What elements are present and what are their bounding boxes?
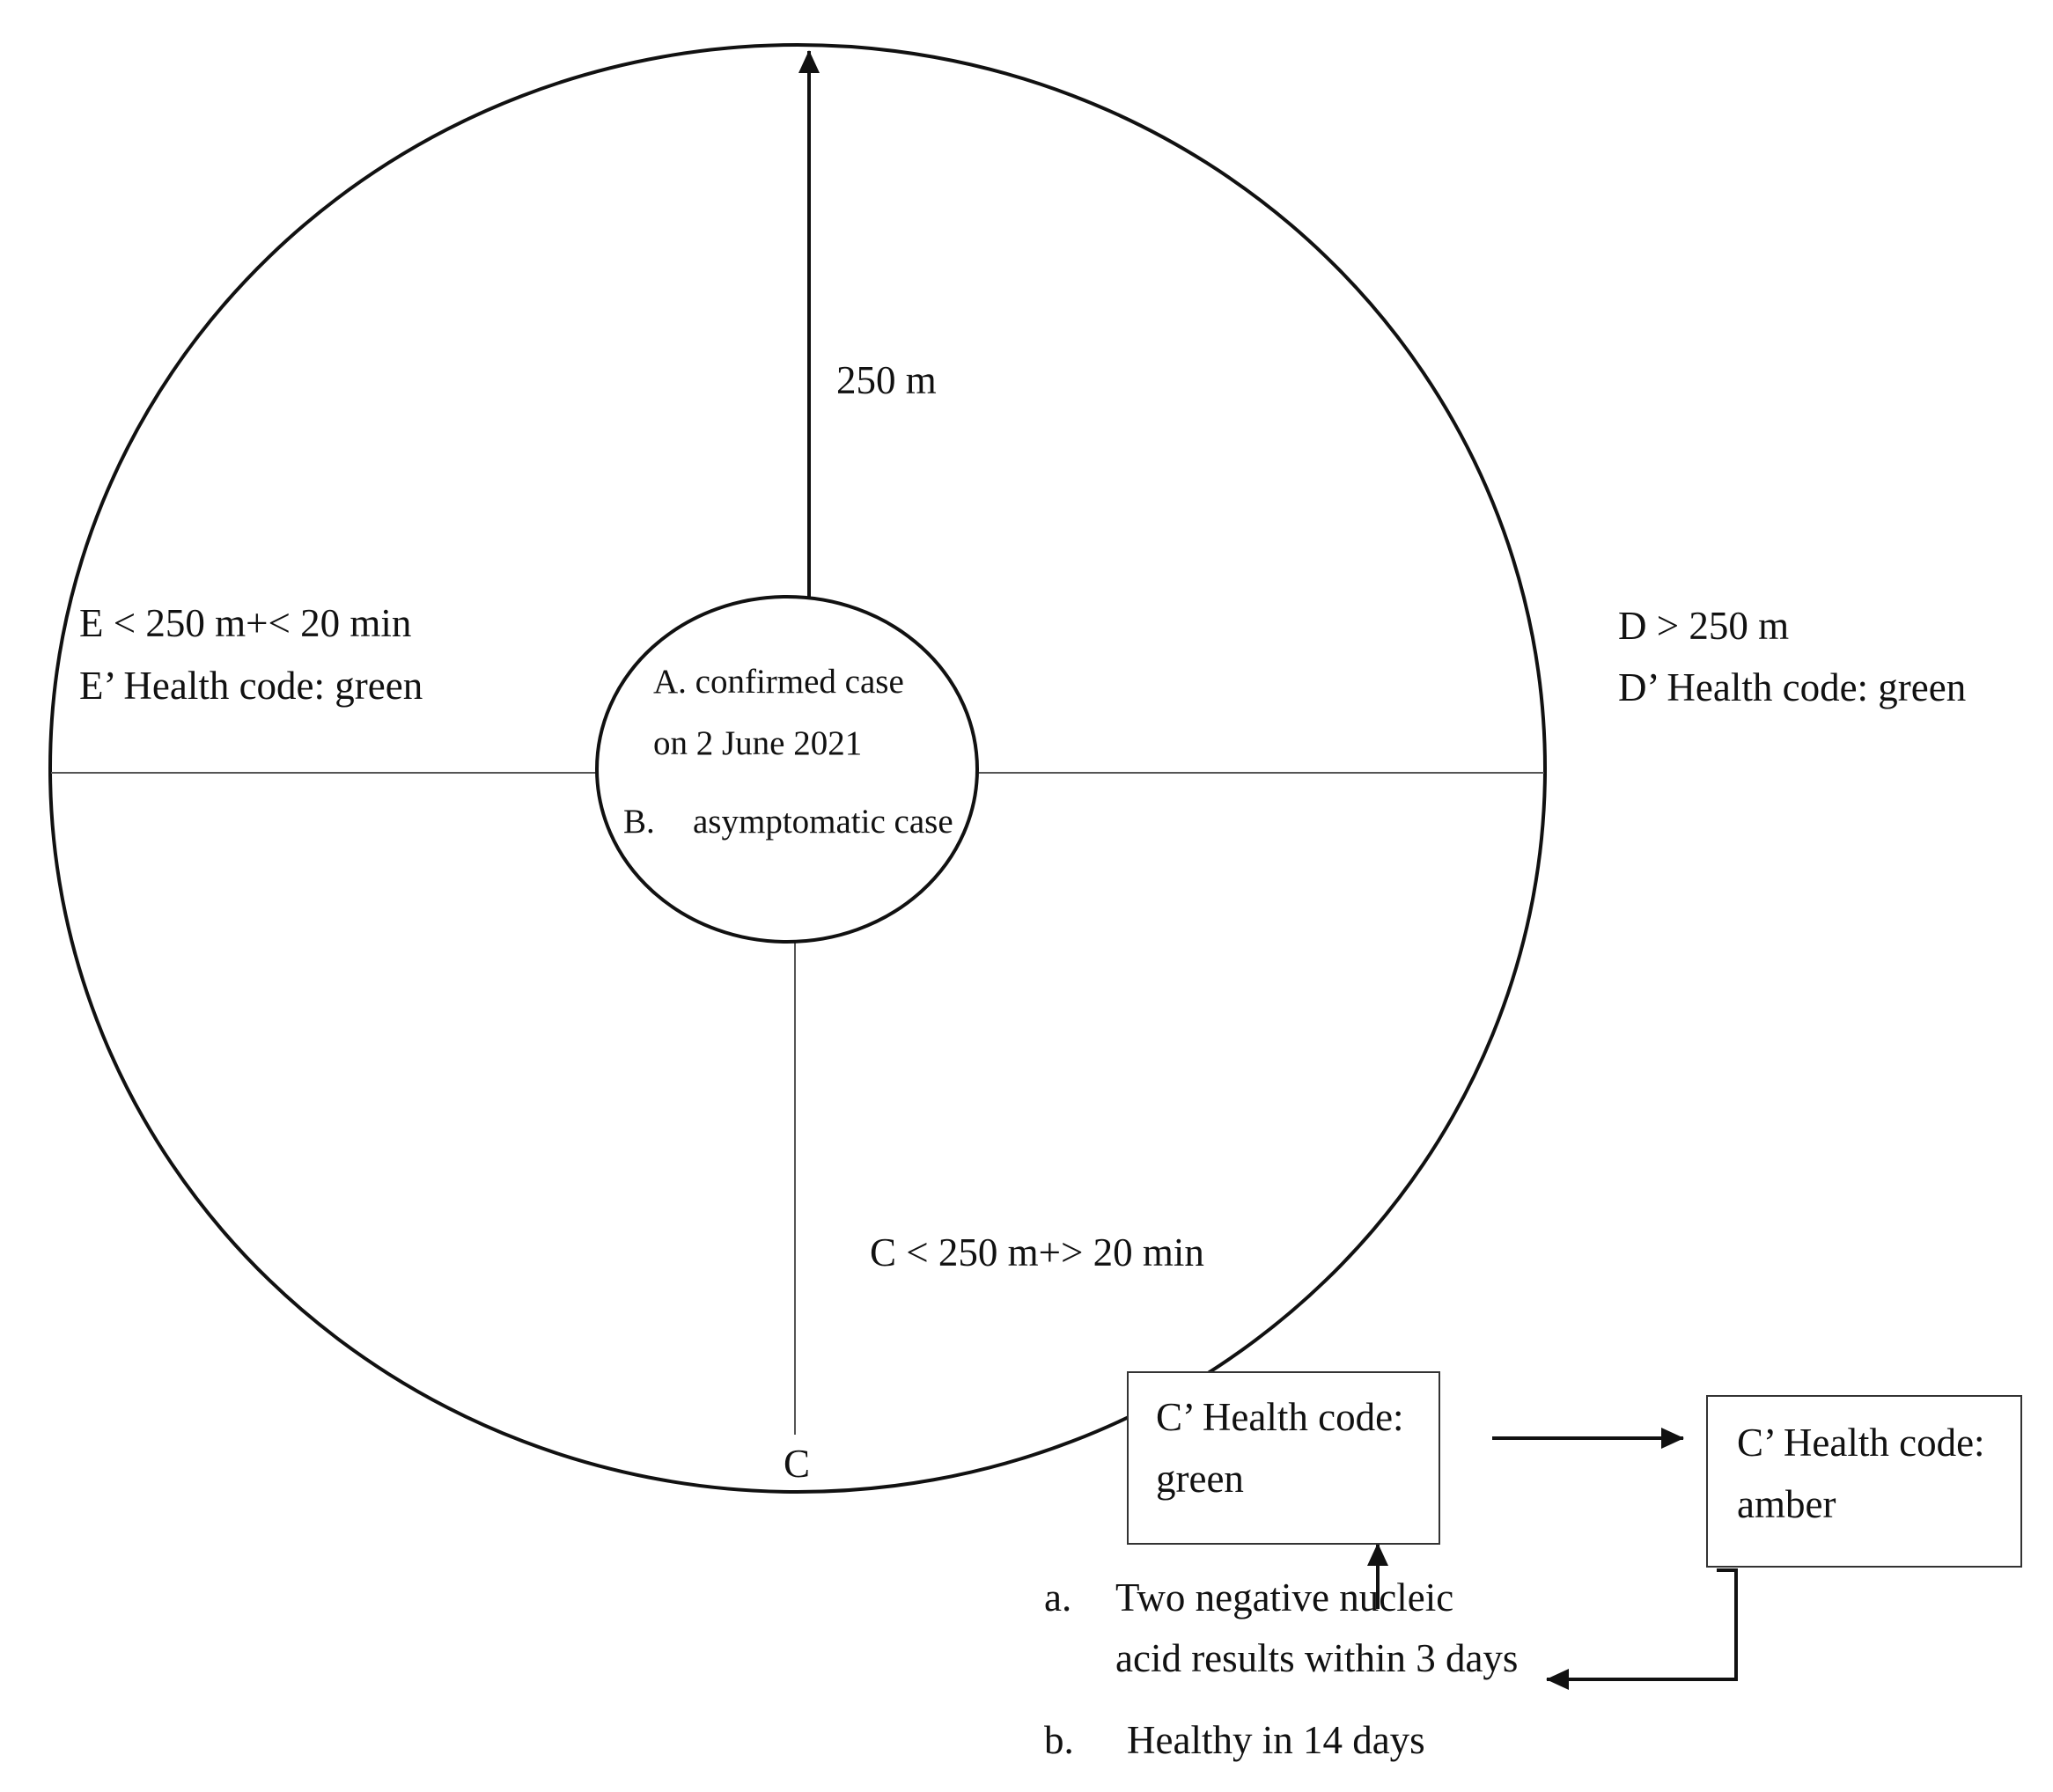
zone-c-distance-label: C < 250 m+> 20 min	[870, 1230, 1204, 1274]
zone-d-distance-label: D > 250 m	[1618, 604, 1790, 648]
health-code-amber-box: C’ Health code: amber	[1706, 1395, 2022, 1568]
arrow-amber-to-conditions	[1546, 1568, 1738, 1690]
condition-a-line1: Two negative nucleic	[1115, 1575, 1454, 1619]
asymptomatic-case-label: asymptomatic case	[693, 803, 953, 841]
health-code-green-line2: green	[1156, 1457, 1244, 1501]
outer-circle	[48, 43, 1547, 1494]
health-code-green-line1: C’ Health code:	[1156, 1395, 1404, 1439]
radius-label: 250 m	[836, 358, 937, 402]
condition-b-text: Healthy in 14 days	[1127, 1718, 1425, 1762]
condition-a-marker: a.	[1044, 1575, 1072, 1619]
health-code-amber-line2: amber	[1737, 1482, 1836, 1526]
condition-a-line2: acid results within 3 days	[1115, 1636, 1519, 1680]
confirmed-date-label: on 2 June 2021	[653, 724, 863, 762]
zone-d-health-code-label: D’ Health code: green	[1618, 665, 1967, 709]
inner-circle	[595, 595, 979, 944]
zone-e-distance-label: E < 250 m+< 20 min	[79, 601, 412, 645]
health-code-green-box: C’ Health code: green	[1127, 1371, 1440, 1545]
health-code-amber-line1: C’ Health code:	[1737, 1421, 1985, 1465]
confirmed-case-label: A. confirmed case	[653, 663, 904, 701]
zone-c-marker: C	[784, 1442, 811, 1486]
zone-e-health-code-label: E’ Health code: green	[79, 664, 423, 708]
marker-b: B.	[623, 803, 655, 841]
condition-b-marker: b.	[1044, 1718, 1074, 1762]
